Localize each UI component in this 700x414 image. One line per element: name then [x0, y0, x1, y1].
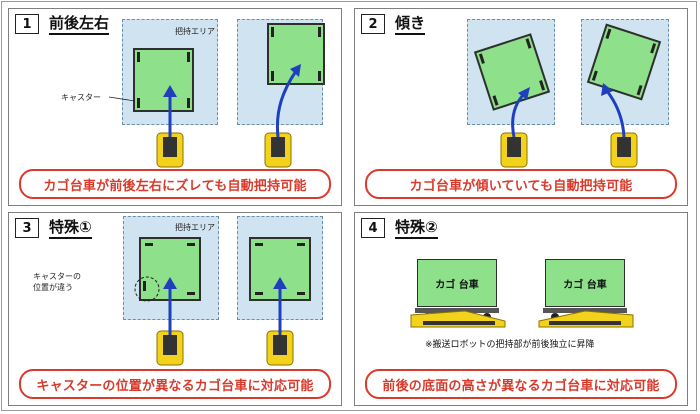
- panel-2-graphics: [500, 83, 638, 168]
- caster-position-label-line: キャスターの: [33, 272, 81, 281]
- robot-gripper-icon: [410, 310, 506, 328]
- caster: [187, 292, 195, 295]
- cart-top-view-shifted: [267, 23, 325, 85]
- robot-gripper-icon: [610, 132, 638, 168]
- panel-caption-text: カゴ台車が傾いていても自動把持可能: [409, 178, 633, 194]
- curved-arrow-icon: [601, 83, 626, 138]
- robot-gripper-icon: [538, 310, 634, 328]
- curved-arrow-icon: [275, 64, 301, 138]
- arrow-icon: [163, 85, 177, 137]
- grip-area-label: 把持エリア: [175, 223, 215, 232]
- cart-side-view: カゴ 台車: [417, 259, 497, 307]
- cart-label: カゴ 台車: [435, 279, 479, 291]
- caster-position-label: キャスターの 位置が違う: [33, 271, 81, 293]
- panel-header: 1 前後左右: [15, 13, 110, 35]
- panel-header: 2 傾き: [361, 13, 426, 35]
- caster: [137, 98, 140, 108]
- panel-title: 傾き: [395, 14, 426, 35]
- caster: [271, 71, 274, 81]
- robot-gripper-icon: [156, 132, 184, 168]
- panel-number: 1: [15, 14, 39, 34]
- panel-caption: カゴ台車が傾いていても自動把持可能: [365, 169, 677, 199]
- panel-special-1: 3 特殊① 把持エリア キャスターの 位置が違う: [8, 212, 342, 406]
- caster-position-label-line: 位置が違う: [33, 283, 73, 292]
- robot-gripper-icon: [266, 330, 294, 366]
- panel-caption: カゴ台車が前後左右にズレても自動把持可能: [19, 169, 331, 199]
- robot-gripper-icon: [500, 132, 528, 168]
- panel-header: 3 特殊①: [15, 217, 92, 239]
- panel-front-back-left-right: 1 前後左右 把持エリア キャスター: [8, 8, 342, 206]
- panel-title: 特殊②: [395, 218, 438, 239]
- panel-1-graphics: [108, 64, 301, 168]
- caster: [143, 281, 146, 291]
- arrow-icon: [163, 277, 177, 335]
- panel-title: 前後左右: [49, 14, 110, 35]
- caster: [137, 52, 140, 62]
- grip-area-label: 把持エリア: [175, 27, 215, 36]
- panel-header: 4 特殊②: [361, 217, 438, 239]
- panel-tilt: 2 傾き カゴ台車が傾いていても自動把持可能: [354, 8, 688, 206]
- panel-caption: キャスターの位置が異なるカゴ台車に対応可能: [19, 369, 331, 399]
- caster: [145, 243, 153, 246]
- panel-title: 特殊①: [49, 218, 92, 239]
- cart-top-view: [133, 48, 194, 112]
- caster: [187, 98, 190, 108]
- panel-number: 3: [15, 218, 39, 238]
- caster: [297, 243, 305, 246]
- robot-gripper-icon: [264, 132, 292, 168]
- cart-label: カゴ 台車: [563, 279, 607, 291]
- caster-highlight-circle: [134, 276, 160, 302]
- caster: [187, 243, 195, 246]
- caster: [318, 71, 321, 81]
- panel-special-2: 4 特殊② カゴ 台車 カゴ 台車 ※搬送ロボットの把持部が前後独立に昇降: [354, 212, 688, 406]
- cart-side-view: カゴ 台車: [545, 259, 625, 307]
- panel-number: 4: [361, 218, 385, 238]
- panel-caption-text: キャスターの位置が異なるカゴ台車に対応可能: [36, 378, 314, 394]
- caster: [255, 292, 263, 295]
- panel-caption-text: カゴ台車が前後左右にズレても自動把持可能: [43, 178, 307, 194]
- caster: [187, 52, 190, 62]
- panel-4-graphics: [410, 308, 634, 328]
- panel-caption-text: 前後の底面の高さが異なるカゴ台車に対応可能: [382, 378, 660, 394]
- caster-label: キャスター: [61, 93, 101, 102]
- panel-caption: 前後の底面の高さが異なるカゴ台車に対応可能: [365, 369, 677, 399]
- arrow-icon: [273, 277, 287, 335]
- panel-3-graphics: [134, 276, 294, 366]
- note-text: ※搬送ロボットの把持部が前後独立に昇降: [425, 340, 595, 350]
- panel-number: 2: [361, 14, 385, 34]
- caster: [318, 27, 321, 37]
- caster-leader-line: [108, 96, 136, 102]
- caster: [255, 243, 263, 246]
- caster: [271, 27, 274, 37]
- curved-arrow-icon: [511, 87, 530, 138]
- caster: [297, 292, 305, 295]
- robot-gripper-icon: [156, 330, 184, 366]
